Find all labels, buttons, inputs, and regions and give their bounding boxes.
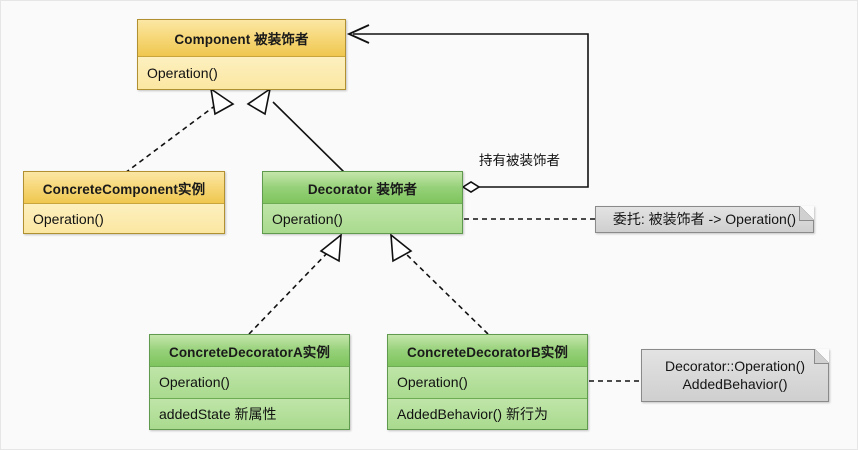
class-box-decorator[interactable]: Decorator 装饰者 Operation() <box>262 171 463 234</box>
class-box-concretedecoratora[interactable]: ConcreteDecoratorA实例 Operation() addedSt… <box>149 334 350 430</box>
edge-realization-concretedecoratora-decorator <box>248 233 342 335</box>
note-decorator-ops-text: Decorator::Operation() AddedBehavior() <box>664 358 806 392</box>
class-title-component: Component 被装饰者 <box>138 20 345 57</box>
class-title-concretedecoratora: ConcreteDecoratorA实例 <box>150 335 349 367</box>
edge-realization-concretedecoratorb-decorator <box>390 233 489 335</box>
note-delegate[interactable]: 委托: 被装饰者 -> Operation() <box>595 206 814 233</box>
note-delegate-text: 委托: 被装饰者 -> Operation() <box>612 210 797 227</box>
class-box-component[interactable]: Component 被装饰者 Operation() <box>137 19 346 90</box>
note-fold-corner-icon <box>799 206 814 221</box>
note-decorator-ops[interactable]: Decorator::Operation() AddedBehavior() <box>641 349 829 402</box>
edge-aggregation-decorator-component <box>346 24 589 193</box>
class-member-decorator-operation: Operation() <box>263 204 462 233</box>
class-title-concretecomponent: ConcreteComponent实例 <box>24 172 224 204</box>
class-member-concretedecoratora-operation: Operation() <box>150 367 349 398</box>
class-title-decorator: Decorator 装饰者 <box>263 172 462 204</box>
class-member-concretedecoratorb-operation: Operation() <box>388 367 587 398</box>
note-fold-corner-icon <box>814 349 829 364</box>
class-member-concretecomponent-operation: Operation() <box>24 204 224 233</box>
class-member-component-operation: Operation() <box>138 57 345 89</box>
edge-realization-concretecomponent-component <box>124 87 235 174</box>
class-title-concretedecoratorb: ConcreteDecoratorB实例 <box>388 335 587 367</box>
edge-label-aggregation: 持有被装饰者 <box>479 153 560 168</box>
class-member-concretedecoratorb-addedbehavior: AddedBehavior() 新行为 <box>388 397 587 429</box>
edge-generalization-decorator-component <box>246 87 346 174</box>
class-box-concretedecoratorb[interactable]: ConcreteDecoratorB实例 Operation() AddedBe… <box>387 334 588 430</box>
class-member-concretedecoratora-addedstate: addedState 新属性 <box>150 397 349 429</box>
class-box-concretecomponent[interactable]: ConcreteComponent实例 Operation() <box>23 171 225 234</box>
